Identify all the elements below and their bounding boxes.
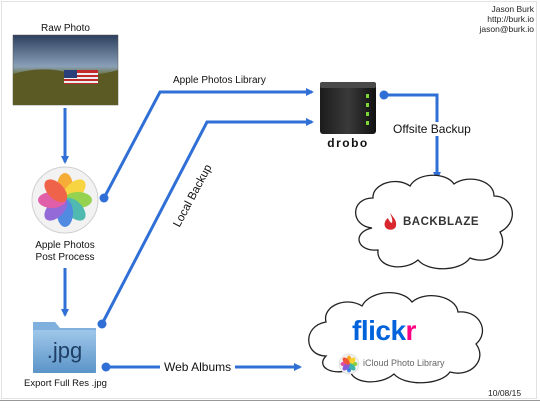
connector-dot-photos: [99, 193, 109, 203]
jpg-badge: .jpg: [46, 338, 83, 363]
bottom-rule: [0, 400, 540, 401]
arrow-apple-photos-library: [102, 88, 314, 199]
slide-date: 10/08/15: [488, 388, 522, 398]
arrow-local-backup: [100, 118, 314, 325]
backblaze-flame-icon: [384, 213, 397, 230]
icloud-label: iCloud Photo Library: [363, 358, 445, 368]
icloud-photos-icon: [338, 353, 360, 375]
flickr-wordmark-text: flick: [352, 315, 406, 346]
apple-photos-icon: [31, 166, 99, 234]
export-label: Export Full Res .jpg: [24, 378, 107, 389]
arrow-offsite-backup: [384, 93, 441, 180]
edge-label-offsite-backup: Offsite Backup: [390, 122, 474, 136]
connector-dot-export: [97, 319, 107, 329]
flickr-wordmark-r: r: [405, 315, 417, 346]
raw-photo-label: Raw Photo: [41, 23, 90, 34]
flickr-wordmark: flickr: [352, 315, 416, 347]
edge-label-apple-photos-library: Apple Photos Library: [170, 75, 269, 86]
backblaze-cloud: [355, 174, 513, 270]
backblaze-wordmark: BACKBLAZE: [403, 216, 480, 228]
jpg-folder-icon: [33, 322, 96, 373]
author-email: jason@burk.io: [479, 24, 534, 34]
apple-photos-label: Apple Photos Post Process: [10, 240, 120, 264]
author-url: http://burk.io: [487, 14, 534, 24]
apple-photos-label-line1: Apple Photos: [35, 240, 95, 251]
connector-dot-drobo: [379, 90, 389, 100]
connector-dot-web: [101, 362, 111, 372]
edge-label-web-albums: Web Albums: [160, 360, 236, 374]
drobo-device-icon: [320, 82, 376, 134]
raw-photo-image: [12, 34, 119, 106]
author-block: Jason Burk http://burk.io jason@burk.io: [480, 4, 534, 34]
drobo-label: drobo: [327, 136, 369, 150]
author-name: Jason Burk: [491, 4, 534, 14]
apple-photos-label-line2: Post Process: [35, 252, 95, 263]
